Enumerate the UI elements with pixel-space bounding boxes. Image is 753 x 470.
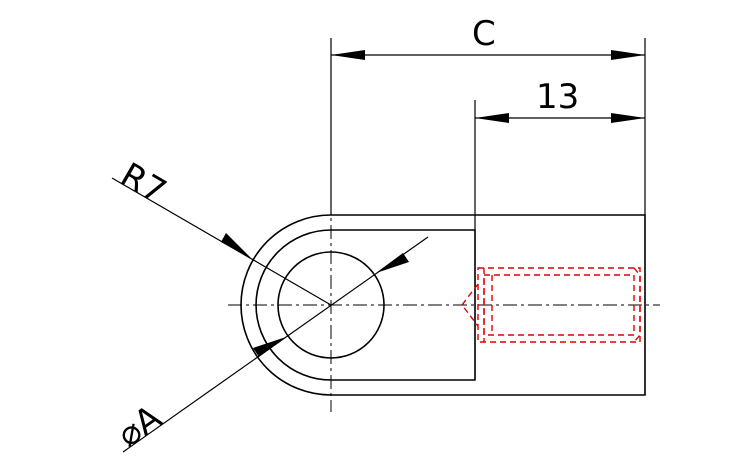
arrowhead-c-right — [611, 50, 645, 60]
dimension-label-r7: R7 — [114, 155, 173, 212]
arrowhead-diameter-a-lower — [253, 337, 286, 357]
dimension-label-13: 13 — [536, 77, 579, 117]
arrowhead-r7 — [221, 233, 252, 259]
hole-circle — [277, 251, 385, 359]
outer-profile — [240, 214, 646, 396]
arrowhead-13-right — [611, 113, 645, 123]
arrowhead-diameter-a-upper — [376, 253, 409, 273]
dimension-label-diameter-a: ⌀A — [110, 398, 169, 456]
hidden-thread-bore — [461, 267, 641, 343]
fork-slot-profile — [255, 229, 476, 381]
arrowhead-13-left — [475, 113, 509, 123]
dimension-label-c: C — [472, 14, 496, 54]
arrowhead-c-left — [331, 50, 365, 60]
